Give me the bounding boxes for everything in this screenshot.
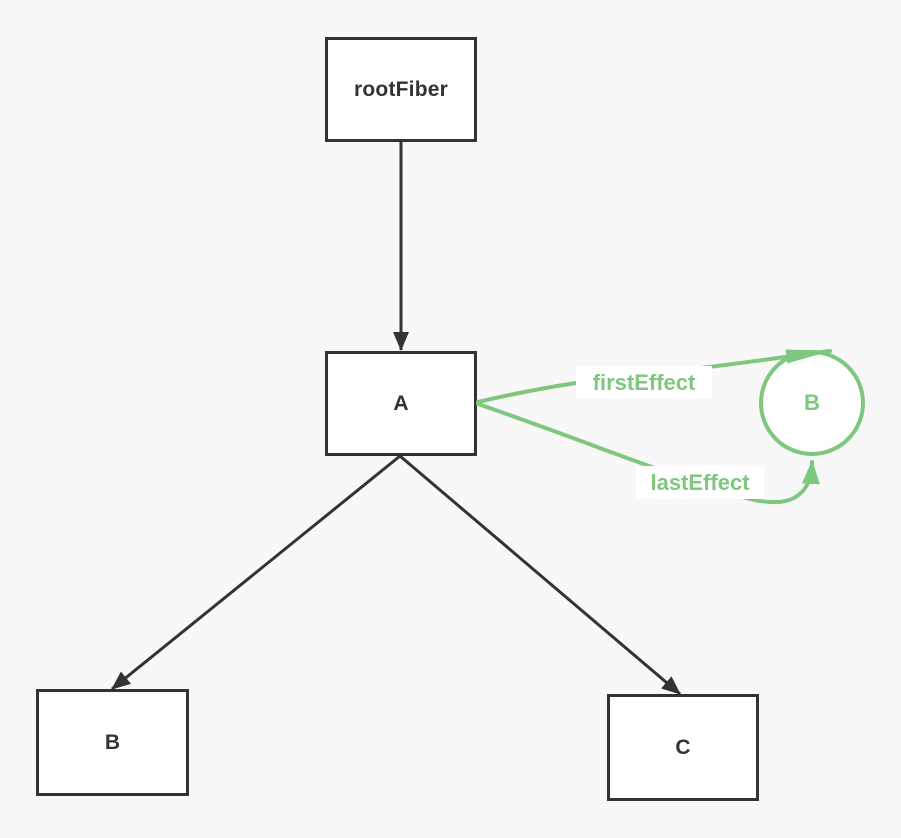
node-a-label: A	[393, 391, 409, 415]
edge-label-lasteffect: lastEffect	[636, 466, 764, 499]
node-b: B	[36, 689, 189, 796]
edge-label-firsteffect: firstEffect	[576, 366, 712, 399]
node-rootfiber: rootFiber	[325, 37, 477, 142]
node-a: A	[325, 351, 477, 456]
edge-a-to-b	[111, 454, 401, 691]
node-b-label: B	[104, 730, 121, 754]
lasteffect-text: lastEffect	[650, 469, 750, 495]
node-effect-b-label: B	[804, 390, 820, 415]
firsteffect-text: firstEffect	[592, 369, 696, 395]
node-c-label: C	[675, 735, 691, 759]
node-rootfiber-label: rootFiber	[354, 77, 448, 101]
node-c: C	[607, 694, 759, 801]
